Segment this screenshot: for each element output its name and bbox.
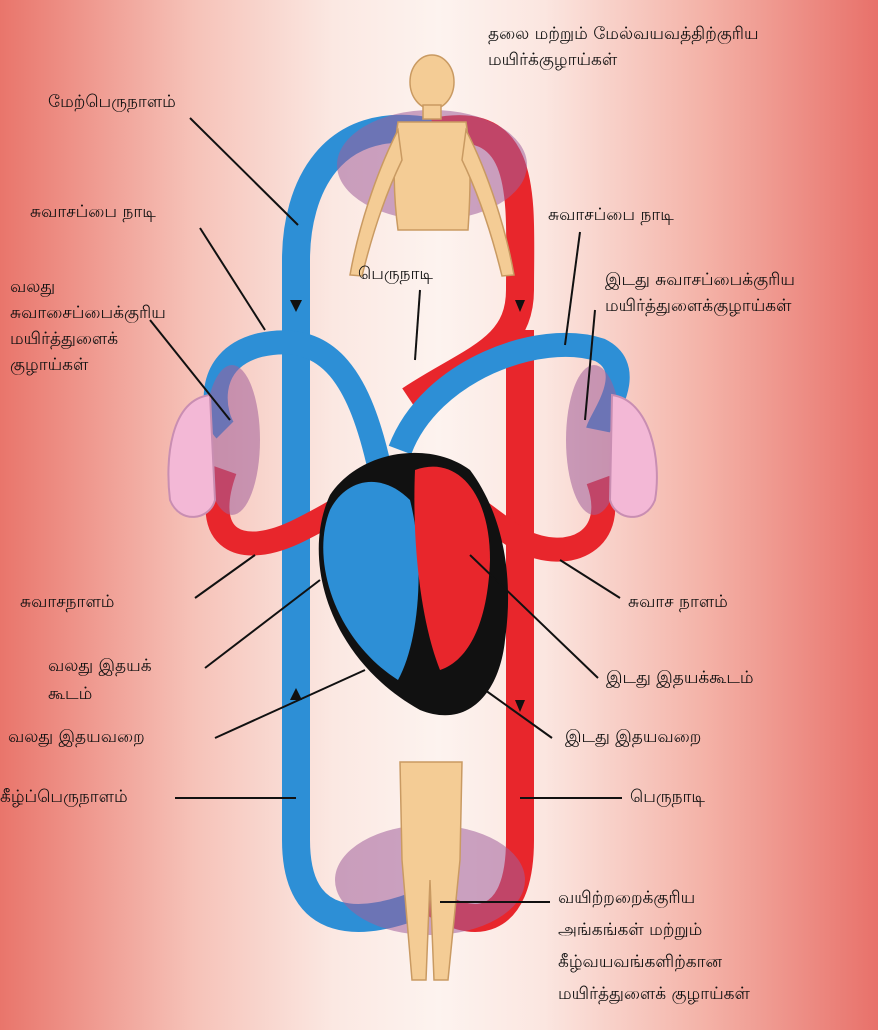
right-heart-chambers <box>323 482 418 680</box>
label-right-atrium-line2: கூடம் <box>48 682 92 707</box>
label-pulmonary-artery-right: சுவாசப்பை நாடி <box>548 203 674 228</box>
label-lower-capillaries-line3: கீழ்வயவங்களிற்கான <box>558 950 722 975</box>
label-right-lung-capillaries-line3: மயிர்த்துளைக் <box>10 327 118 352</box>
label-pulmonary-vein-left: சுவாசநாளம் <box>20 590 114 615</box>
label-left-ventricle: இடது இதயவறை <box>565 725 701 750</box>
label-head-capillaries-line2: மயிர்க்குழாய்கள் <box>488 48 617 73</box>
label-inferior-vena-cava: கீழ்ப்பெருநாளம் <box>0 785 128 810</box>
label-right-lung-capillaries-line1: வலது <box>10 275 55 300</box>
label-lower-capillaries-line1: வயிற்றறைக்குரிய <box>558 886 695 911</box>
label-left-atrium: இடது இதயக்கூடம் <box>606 666 754 691</box>
lower-body-figure <box>400 762 462 980</box>
label-right-ventricle: வலது இதயவறை <box>8 725 145 750</box>
label-head-capillaries-line1: தலை மற்றும் மேல்வயவத்திற்குரிய <box>488 22 759 47</box>
label-lower-capillaries-line2: அங்கங்கள் மற்றும் <box>558 918 702 943</box>
left-lung <box>610 395 657 517</box>
label-left-lung-capillaries-line2: மயிர்த்துளைக்குழாய்கள் <box>605 294 792 319</box>
label-superior-vena-cava: மேற்பெருநாளம் <box>48 90 176 115</box>
label-left-lung-capillaries-line1: இடது சுவாசப்பைக்குரிய <box>605 268 795 293</box>
label-right-atrium-line1: வலது இதயக் <box>48 654 152 679</box>
label-lower-capillaries-line4: மயிர்த்துளைக் குழாய்கள் <box>558 982 750 1007</box>
pulmonary-artery-vessel <box>216 342 618 470</box>
right-lung <box>168 395 215 517</box>
label-aorta-bottom: பெருநாடி <box>630 785 705 810</box>
label-right-lung-capillaries-line4: குழாய்கள் <box>10 353 88 378</box>
label-aorta-top: பெருநாடி <box>358 262 433 287</box>
heart <box>319 453 508 715</box>
label-pulmonary-vein-right: சுவாச நாளம் <box>628 590 728 615</box>
label-pulmonary-artery-left: சுவாசப்பை நாடி <box>30 200 156 225</box>
label-right-lung-capillaries-line2: சுவாசைப்பைக்குரிய <box>10 301 166 326</box>
